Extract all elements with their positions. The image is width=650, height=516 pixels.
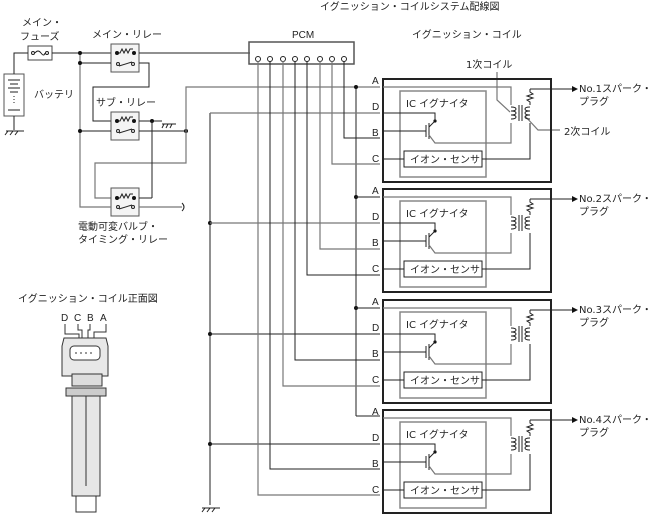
spark-plug-label: No.2スパーク・ — [579, 193, 650, 205]
pin-label-a: A — [372, 297, 379, 308]
transformer-icon — [510, 436, 531, 452]
main-relay-label: メイン・リレー — [92, 30, 162, 41]
ic-igniter-label: IC イグナイタ — [406, 318, 469, 331]
transformer-icon — [510, 215, 531, 231]
spark-plug-label-2: プラグ — [579, 316, 609, 329]
ground-icon — [161, 123, 176, 129]
pin-label-b: B — [372, 459, 379, 470]
main-relay-icon — [110, 43, 140, 73]
pin-label-c: C — [372, 154, 379, 165]
ic-igniter-label: IC イグナイタ — [406, 97, 469, 110]
ground-icon — [201, 507, 220, 513]
arrow-icon — [572, 417, 578, 423]
vvt-relay-label-2: タイミング・リレー — [78, 233, 168, 246]
front-view-title: イグニッション・コイル正面図 — [18, 292, 158, 305]
pin-label-d: D — [372, 102, 379, 113]
ignition-coil-label: イグニッション・コイル — [412, 28, 522, 41]
ground-icon — [4, 116, 24, 136]
diagram-title: イグニッション・コイルシステム配線図 — [320, 0, 500, 13]
pin-label-c: C — [372, 264, 379, 275]
connector-pin-label: D — [61, 313, 68, 324]
resistor-icon — [525, 310, 535, 326]
pcm-label: PCM — [292, 30, 314, 41]
pin-label-d: D — [372, 212, 379, 223]
main-fuse-label-2: フューズ — [20, 30, 60, 43]
spark-plug-label-2: プラグ — [579, 205, 609, 218]
spark-plug-label: No.1スパーク・ — [579, 83, 650, 95]
vvt-relay-label: 電動可変バルブ・ — [78, 220, 158, 233]
ion-sensor-label: イオン・センサ — [410, 375, 480, 387]
main-fuse-label: メイン・ — [22, 18, 62, 29]
sub-relay-icon — [110, 111, 140, 141]
primary-coil-label: 1次コイル — [466, 58, 512, 71]
pin-label-c: C — [372, 375, 379, 386]
connector-pin-label: A — [100, 313, 107, 324]
arrow-icon — [572, 196, 578, 202]
arrow-icon — [572, 86, 578, 92]
secondary-coil-label: 2次コイル — [564, 125, 610, 138]
transformer-icon — [510, 326, 531, 342]
ion-sensor-label: イオン・センサ — [410, 264, 480, 276]
pin-label-d: D — [372, 323, 379, 334]
sub-relay-label: サブ・リレー — [96, 96, 156, 109]
ic-igniter-label: IC イグナイタ — [406, 207, 469, 220]
pin-label-b: B — [372, 238, 379, 249]
pin-label-b: B — [372, 349, 379, 360]
pcm-box — [248, 41, 355, 65]
pcm-pins — [255, 56, 347, 62]
main-fuse-icon — [27, 45, 53, 61]
resistor-icon — [525, 199, 535, 215]
spark-plug-label: No.3スパーク・ — [579, 304, 650, 316]
battery-label: バッテリ — [34, 89, 74, 101]
ion-sensor-label: イオン・センサ — [410, 485, 480, 497]
resistor-icon — [525, 420, 535, 436]
spark-plug-label-2: プラグ — [579, 95, 609, 108]
vvt-relay-icon — [110, 187, 140, 217]
pin-label-c: C — [372, 485, 379, 496]
ion-sensor-label: イオン・センサ — [410, 154, 480, 166]
pin-label-b: B — [372, 128, 379, 139]
arrow-icon — [572, 307, 578, 313]
pin-label-a: A — [372, 186, 379, 197]
transformer-icon — [510, 105, 531, 121]
ignition-coil-front-view — [61, 324, 109, 513]
battery-icon — [3, 73, 25, 117]
pin-label-d: D — [372, 433, 379, 444]
ic-igniter-label: IC イグナイタ — [406, 428, 469, 441]
connector-pin-label: C — [74, 313, 81, 324]
connector-pin-label: B — [87, 313, 94, 324]
spark-plug-label: No.4スパーク・ — [579, 414, 650, 426]
resistor-icon — [525, 89, 535, 105]
pin-label-a: A — [372, 407, 379, 418]
spark-plug-label-2: プラグ — [579, 426, 609, 439]
pin-label-a: A — [372, 76, 379, 87]
